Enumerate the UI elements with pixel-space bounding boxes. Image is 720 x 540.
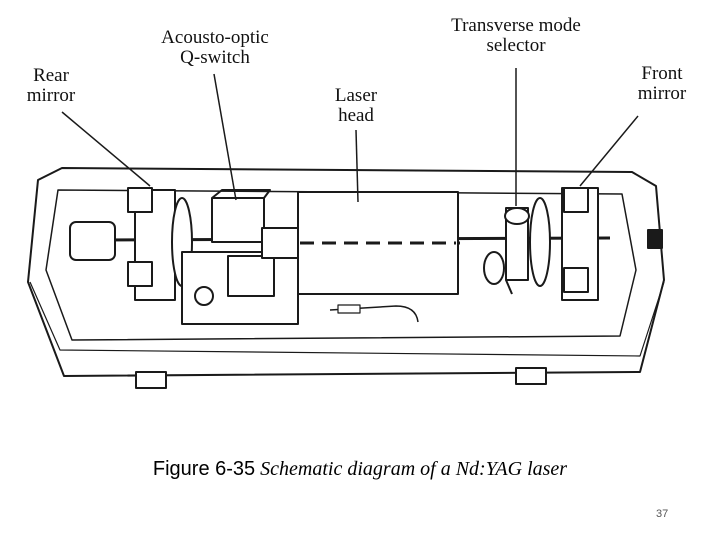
page-number: 37 <box>656 508 669 520</box>
qswitch-label-line-2: Q-switch <box>180 47 250 68</box>
laser-head-label: Laser head <box>318 86 394 126</box>
mode-selector-label-line-1: Transverse mode <box>451 15 581 36</box>
leader-laser-head <box>355 129 359 203</box>
qswitch-label: Acousto-optic Q-switch <box>140 28 290 68</box>
rear-mirror-label: Rear mirror <box>16 66 86 106</box>
front-mirror-label-line-1: Front <box>641 63 683 84</box>
housing-inner-rim <box>45 189 637 341</box>
qswitch-knob <box>194 286 214 306</box>
figure-number: Figure 6-35 <box>152 458 256 480</box>
mode-selector-label: Transverse mode selector <box>428 16 604 56</box>
leader-rear-mirror <box>61 111 151 187</box>
rear-mirror-label-line-1: Rear <box>33 65 69 86</box>
front-mirror-label: Front mirror <box>622 64 702 104</box>
laser-head-label-line-1: Laser <box>334 85 378 106</box>
rear-cylinder <box>69 221 116 261</box>
foot-right <box>515 367 547 385</box>
small-probe <box>329 305 419 323</box>
housing-outline <box>27 167 665 377</box>
qswitch-body <box>211 197 265 243</box>
end-connector <box>647 229 663 249</box>
front-mirror-plate <box>529 197 551 287</box>
rear-mirror-label-line-2: mirror <box>26 85 76 106</box>
leader-front-mirror <box>579 115 639 187</box>
front-mirror-label-line-2: mirror <box>637 83 687 104</box>
mode-selector-label-line-2: selector <box>486 35 546 56</box>
qswitch-label-line-1: Acousto-optic <box>161 27 269 48</box>
mode-selector-aperture <box>504 207 530 225</box>
leader-qswitch <box>213 73 237 201</box>
figure-caption-text: Schematic diagram of a Nd:YAG laser <box>260 458 568 480</box>
figure-caption: Figure 6-35 Schematic diagram of a Nd:YA… <box>0 458 720 481</box>
laser-head-label-line-2: head <box>338 105 374 126</box>
foot-left <box>135 371 167 389</box>
